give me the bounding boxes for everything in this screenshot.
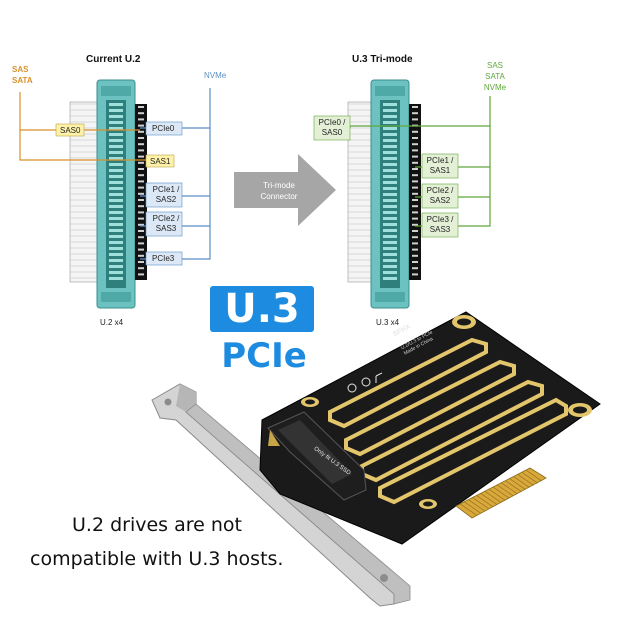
u2-caption: U.2 x4 <box>100 318 124 327</box>
sas-sata-nvme-label-right: SAS SATA NVMe <box>483 61 507 92</box>
u2-diagram <box>19 79 211 309</box>
u3-box-pcie3-sas3 <box>421 212 459 238</box>
u3-badge: U.3 <box>210 286 314 332</box>
arrow-label: Tri-mode Connector <box>260 181 298 201</box>
u2-box-pcie0 <box>145 121 183 136</box>
u3-box1-label: PCIe0 / SAS0 <box>318 118 346 137</box>
sas-sata-label-left: SAS SATA <box>12 65 33 85</box>
u3-box-pcie1-sas1 <box>421 153 459 179</box>
u2-box-sas0 <box>55 123 85 137</box>
u2-pcie1-label: PCIe1 / SAS2 <box>152 185 180 204</box>
u3-caption: U.3 x4 <box>376 318 400 327</box>
u2-pin-rows <box>70 103 98 279</box>
u2-pcie3-label: PCIe3 <box>152 254 175 263</box>
u3-box4-label: PCIe3 / SAS3 <box>426 215 454 234</box>
u3-box-pcie2-sas2 <box>421 183 459 209</box>
note-line-1: U.2 drives are not <box>72 514 242 536</box>
u2-box-pcie3 <box>145 251 183 266</box>
pcie-adapter-card <box>151 311 601 607</box>
pcie-label: PCIe <box>221 336 307 376</box>
u3-box3-label: PCIe2 / SAS2 <box>426 186 454 205</box>
u3-diagram <box>313 79 491 309</box>
u3-box-pcie0-sas0 <box>313 115 351 141</box>
trimode-arrow <box>234 154 336 226</box>
u3-title: U.3 Tri-mode <box>352 54 413 65</box>
u2-title: Current U.2 <box>86 54 141 65</box>
u2-pcie2-label: PCIe2 / SAS3 <box>152 214 180 233</box>
u2-box-pcie2 <box>145 211 183 237</box>
u2-sas0-label: SAS0 <box>60 126 81 135</box>
note-line-2: compatible with U.3 hosts. <box>30 548 284 570</box>
u3-box2-label: PCIe1 / SAS1 <box>426 156 454 175</box>
nvme-label-left: NVMe <box>204 71 227 80</box>
u2-pcie0-label: PCIe0 <box>152 124 175 133</box>
u2-sas1-label: SAS1 <box>150 157 171 166</box>
u2-pin-column-right <box>135 104 147 280</box>
u2-box-sas1 <box>145 154 175 168</box>
u2-box-pcie1 <box>145 182 183 208</box>
